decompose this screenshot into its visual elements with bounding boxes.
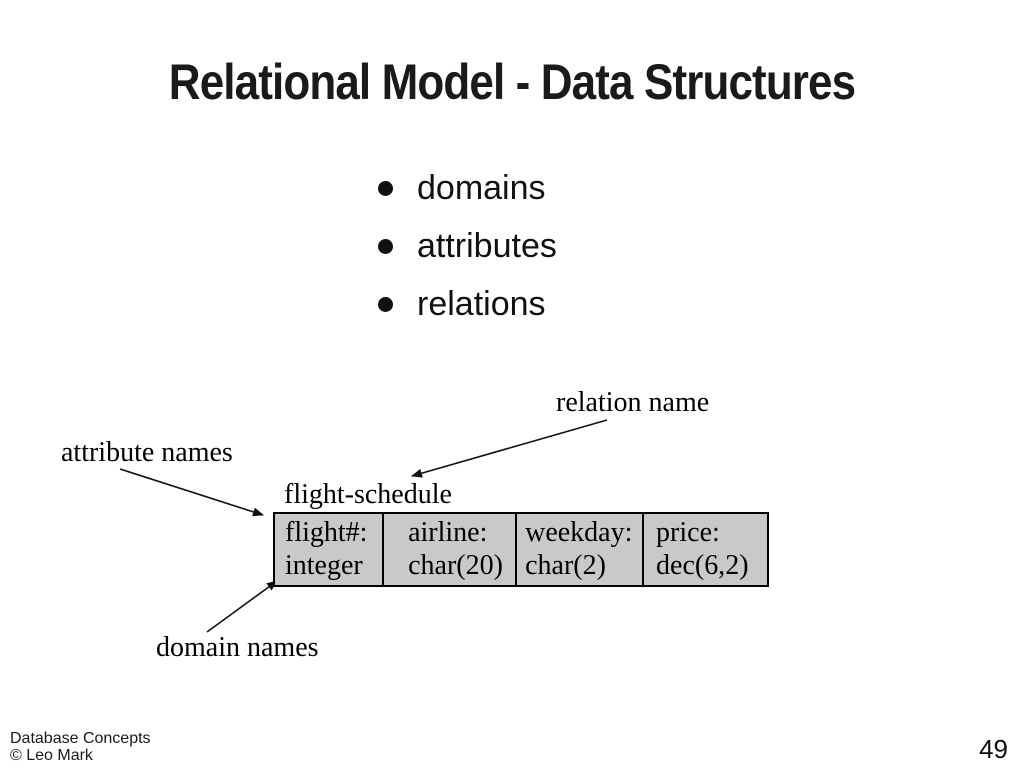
page-number: 49 <box>979 734 1008 764</box>
domain-name: char(2) <box>525 550 606 581</box>
relation-name-label: relation name <box>556 387 710 418</box>
bullet-list: domains attributes relations <box>378 170 557 344</box>
bullet-label: relations <box>417 285 546 323</box>
footer-line2: © Leo Mark <box>10 747 93 764</box>
page-title: Relational Model - Data Structures <box>168 54 856 110</box>
attribute-name: flight#: <box>285 517 368 548</box>
footer-credit: Database Concepts © Leo Mark <box>10 730 151 764</box>
bullet-icon <box>378 180 393 196</box>
relation-name-arrow <box>411 419 608 478</box>
list-item: attributes <box>378 228 557 264</box>
domain-name: char(20) <box>408 550 503 581</box>
bullet-label: attributes <box>417 227 557 265</box>
attribute-name: airline: <box>408 517 488 548</box>
table-cell-weekday: weekday: char(2) <box>517 514 645 585</box>
relation-table: flight#: integer airline: char(20) weekd… <box>273 512 769 587</box>
domain-name: dec(6,2) <box>656 550 749 581</box>
domain-names-arrow <box>206 580 278 633</box>
attribute-names-arrow <box>119 468 264 517</box>
bullet-label: domains <box>417 169 546 207</box>
table-cell-airline: airline: char(20) <box>384 514 518 585</box>
bullet-icon <box>378 238 393 254</box>
footer-line1: Database Concepts <box>10 730 151 747</box>
table-cell-price: price: dec(6,2) <box>644 514 767 585</box>
attribute-names-label: attribute names <box>61 437 233 468</box>
attribute-name: price: <box>656 517 720 548</box>
table-cell-flight: flight#: integer <box>275 514 385 585</box>
bullet-icon <box>378 296 393 312</box>
list-item: domains <box>378 170 557 206</box>
list-item: relations <box>378 286 557 322</box>
domain-name: integer <box>285 550 363 581</box>
relation-table-title: flight-schedule <box>284 479 452 510</box>
attribute-name: weekday: <box>525 517 633 548</box>
domain-names-label: domain names <box>156 632 319 663</box>
title-area: Relational Model - Data Structures <box>0 56 1024 108</box>
